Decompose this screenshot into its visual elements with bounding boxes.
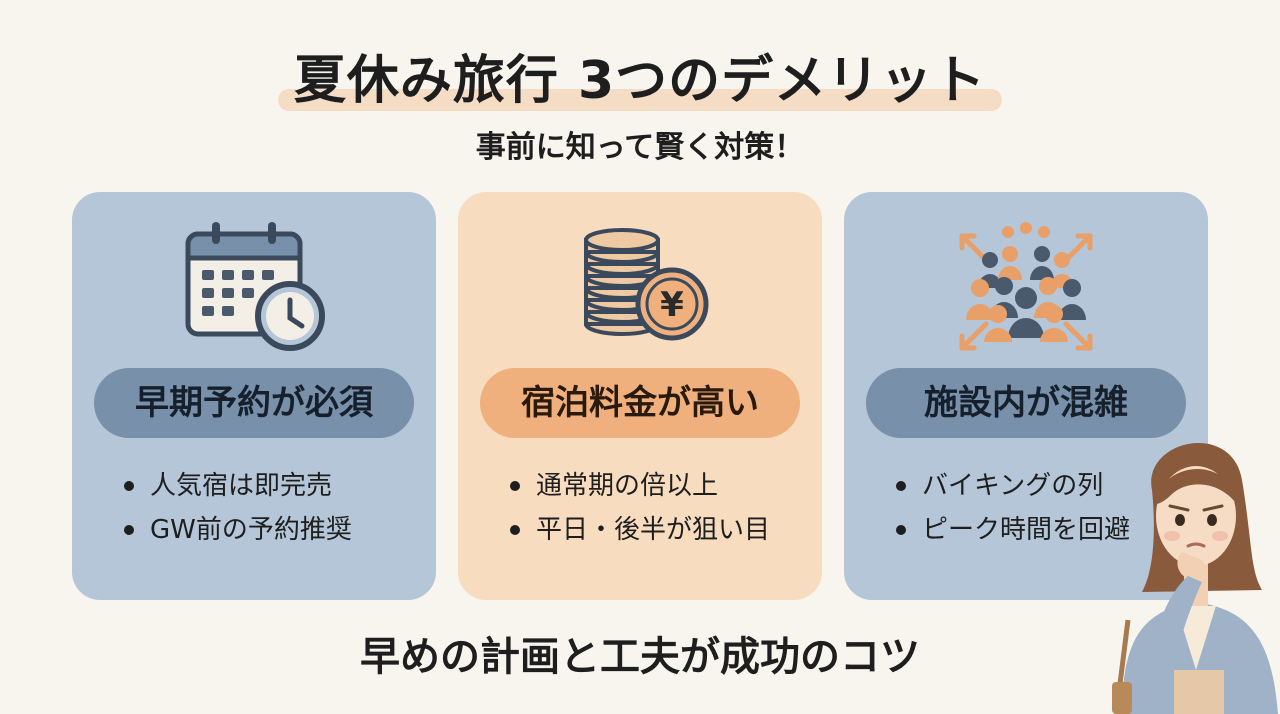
card-early-booking: 早期予約が必須 人気宿は即完売 GW前の予約推奨 [72,192,436,600]
page-title: 夏休み旅行 3つのデメリット [277,38,1003,113]
footer-message: 早めの計画と工夫が成功のコツ [360,634,920,680]
bullet-list: 通常期の倍以上 平日・後半が狙い目 [510,464,812,552]
thinking-woman-illustration [1112,442,1278,714]
page-subtitle: 事前に知って賢く対策！ [475,130,805,165]
calendar-clock-icon [185,222,325,351]
crowd-icon [959,222,1093,351]
list-item: バイキングの列 [896,464,1198,508]
card-heading: 宿泊料金が高い [480,368,800,438]
list-item: 人気宿は即完売 [124,464,426,508]
list-item: 通常期の倍以上 [510,464,812,508]
title-area: 夏休み旅行 3つのデメリット [0,38,1280,113]
card-crowded: 施設内が混雑 バイキングの列 ピーク時間を回避 [844,192,1208,600]
svg-text:¥: ¥ [660,285,684,325]
bullet-list: 人気宿は即完売 GW前の予約推奨 [124,464,426,552]
card-heading: 施設内が混雑 [866,368,1186,438]
page-title-text: 夏休み旅行 3つのデメリット [293,51,987,111]
list-item: 平日・後半が狙い目 [510,508,812,552]
card-heading: 早期予約が必須 [94,368,414,438]
bullet-list: バイキングの列 ピーク時間を回避 [896,464,1198,552]
card-high-price: ¥ 宿泊料金が高い 通常期の倍以上 平日・後半が狙い目 [458,192,822,600]
list-item: ピーク時間を回避 [896,508,1198,552]
yen-coins-icon: ¥ [584,228,709,341]
list-item: GW前の予約推奨 [124,508,426,552]
